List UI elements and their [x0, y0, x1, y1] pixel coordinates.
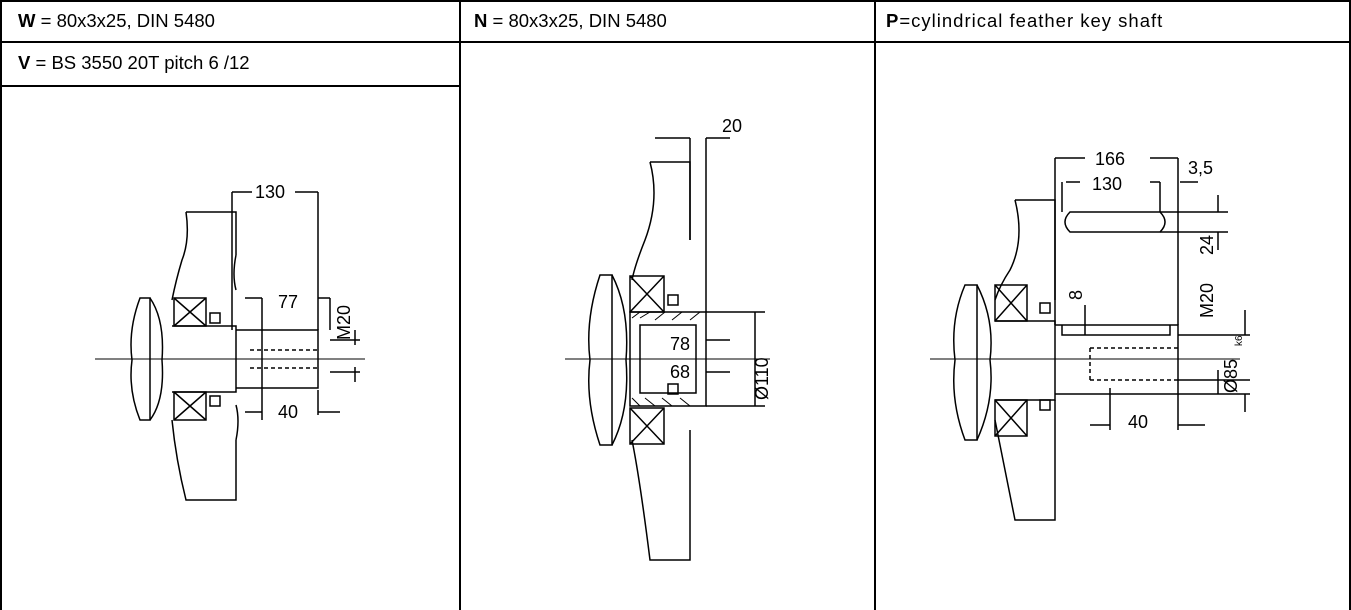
bearing-lower-cross: [173, 391, 207, 421]
dim-130-label: 130: [255, 182, 285, 202]
flange-outline: [588, 274, 613, 446]
seal-lower: [667, 383, 679, 395]
dim-68-label: 68: [670, 362, 690, 382]
column-divider-1: [459, 0, 461, 610]
drawing-n-shaft: 20 78 68 Ø110: [565, 116, 772, 561]
drawing-w-v-shaft: 130 77 M20 40: [95, 182, 365, 501]
flange-outline: [130, 297, 151, 421]
housing-outline: [631, 161, 691, 281]
seal-upper: [667, 294, 679, 306]
dim-m20-line: [330, 330, 360, 382]
shaft-keyway: [1061, 325, 1171, 336]
flange-curve: [611, 274, 628, 446]
shaft-thread: [250, 349, 318, 369]
option-n-spec: 80x3x25, DIN 5480: [508, 10, 667, 31]
housing-outline-lower: [171, 404, 239, 501]
option-p-letter: P: [886, 10, 900, 31]
dim-78-label: 78: [670, 334, 690, 354]
table-top-border: [0, 0, 1351, 2]
dim-20-label: 20: [722, 116, 742, 136]
seal-lower: [1039, 399, 1051, 411]
dim-77-label: 77: [278, 292, 298, 312]
flange-curve: [149, 297, 164, 421]
flange-outline: [953, 284, 978, 441]
seal-upper: [1039, 302, 1051, 314]
bearing-upper-cross: [629, 275, 665, 313]
bearing-lower: [629, 407, 665, 445]
housing-outline-lower: [631, 430, 691, 561]
option-p-label: P=cylindrical feather key shaft: [886, 10, 1163, 32]
dim-m20-line: [1178, 310, 1250, 336]
option-v-equals: =: [30, 52, 52, 73]
option-v-label: V = BS 3550 20T pitch 6 /12: [18, 52, 250, 74]
dim-m20-label: M20: [334, 305, 354, 340]
dim-85-tolerance: k6: [1234, 335, 1245, 346]
shaft-thread: [1089, 347, 1178, 381]
dim-130-label: 130: [1092, 174, 1122, 194]
housing-outline: [171, 211, 237, 301]
option-w-spec: 80x3x25, DIN 5480: [56, 10, 215, 31]
dim-24-label: 24: [1197, 235, 1217, 255]
option-n-label: N = 80x3x25, DIN 5480: [474, 10, 667, 32]
dim-24-line: [1160, 195, 1228, 250]
dim-m20-label: M20: [1197, 283, 1217, 318]
dim-110-line: [706, 311, 765, 407]
dim-40-line: [245, 390, 340, 415]
dim-40-line: [1090, 388, 1205, 430]
dim-85-label: Ø85: [1221, 359, 1241, 393]
bearing-lower-cross: [629, 407, 665, 445]
bearing-upper-cross: [994, 284, 1028, 322]
row-divider-1: [0, 41, 1351, 43]
option-w-letter: W: [18, 10, 36, 31]
flange-curve: [976, 284, 992, 441]
dim-130-line: [231, 191, 319, 330]
table-right-border: [1349, 0, 1351, 610]
option-v-letter: V: [18, 52, 31, 73]
bearing-lower-cross: [994, 399, 1028, 437]
dim-3-5-label: 3,5: [1188, 158, 1213, 178]
table-left-border: [0, 0, 2, 610]
dim-166-line: [1054, 157, 1179, 325]
key-slot: [1064, 211, 1166, 233]
option-w-label: W = 80x3x25, DIN 5480: [18, 10, 215, 32]
drawing-p-shaft: 166 130 3,5 24 8 M20 Ø85 k6 40: [930, 149, 1250, 521]
dim-77-line: [245, 297, 331, 420]
option-n-equals: =: [487, 10, 509, 31]
dim-40-label: 40: [1128, 412, 1148, 432]
dim-130-line: [1061, 181, 1161, 212]
option-v-spec: BS 3550 20T pitch 6 /12: [51, 52, 250, 73]
dim-8-label: 8: [1066, 290, 1086, 300]
option-n-letter: N: [474, 10, 488, 31]
column-divider-2: [874, 0, 876, 610]
dim-85-line: [1178, 370, 1250, 412]
option-w-equals: =: [35, 10, 57, 31]
option-p-spec: cylindrical feather key shaft: [911, 10, 1164, 31]
seal-upper: [209, 312, 221, 324]
dim-40-label: 40: [278, 402, 298, 422]
row-divider-2: [0, 85, 460, 87]
hub-outline: [995, 320, 1056, 401]
option-p-equals: =: [899, 10, 912, 31]
dim-166-label: 166: [1095, 149, 1125, 169]
bearing-upper-cross: [173, 297, 207, 327]
housing-outline-lower: [994, 400, 1056, 521]
dim-110-label: Ø110: [752, 357, 772, 400]
dim-20-line: [655, 137, 730, 312]
hollow-hub-hatch: [631, 311, 701, 407]
seal-lower: [209, 395, 221, 407]
